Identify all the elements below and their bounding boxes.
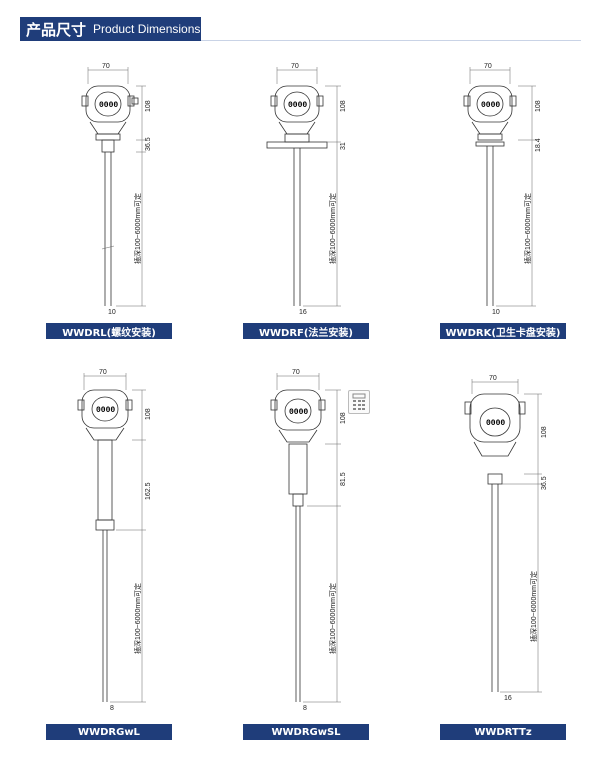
section-title-cn: 产品尺寸 [26, 20, 87, 39]
dim-width: 70 [484, 63, 492, 70]
wwdrgwl-drawing-full: 70 0000 108 162.5 插深100~6000mm可定 8 [77, 369, 152, 712]
display-readout: 0000 [289, 408, 308, 417]
dim-mid: 31 [340, 142, 347, 150]
wwdrk-drawing: 70 0000 108 18.4 插深100~6000mm可定 10 [463, 63, 542, 316]
display-readout: 0000 [99, 101, 118, 110]
product-wwdrk: 70 0000 108 18.4 插深100~6000mm可定 10 WWDRK… [440, 24, 600, 339]
product-label: WWDRGwL [46, 724, 172, 740]
product-wwdrl: 70 0000 108 36.5 插深100~6000mm可定 10 WWDRL… [46, 24, 226, 339]
dim-head: 108 [340, 412, 347, 424]
product-label: WWDRTTz [440, 724, 566, 740]
dim-mid: 81.5 [340, 472, 347, 486]
dim-width: 70 [292, 369, 300, 376]
dim-tip: 8 [303, 705, 307, 712]
dim-tip: 8 [110, 705, 114, 712]
dim-tip: 10 [492, 309, 500, 316]
dim-range: 插深100~6000mm可定 [328, 583, 337, 654]
section-title-en: Product Dimensions [93, 22, 201, 36]
header-divider [201, 40, 581, 41]
display-readout: 0000 [486, 419, 505, 428]
product-label: WWDRL(螺纹安装) [46, 323, 172, 339]
dim-head: 108 [145, 408, 152, 420]
dim-width: 70 [291, 63, 299, 70]
dim-range: 插深100~6000mm可定 [529, 571, 538, 642]
overlay-calculator-icon[interactable] [348, 390, 370, 414]
dim-range: 插深100~6000mm可定 [133, 583, 142, 654]
wwdrf-drawing: 70 0000 108 31 插深100~6000mm可定 16 [266, 63, 347, 316]
dim-width: 70 [99, 369, 107, 376]
dim-head: 108 [145, 100, 152, 112]
dim-mid: 162.5 [145, 482, 152, 500]
dim-tip: 10 [108, 309, 116, 316]
dim-tip: 16 [299, 309, 307, 316]
section-header: 产品尺寸 Product Dimensions [20, 17, 201, 41]
dim-head: 108 [340, 100, 347, 112]
dim-head: 108 [541, 426, 548, 438]
dim-range: 插深100~6000mm可定 [328, 193, 337, 264]
display-readout: 0000 [96, 406, 115, 415]
dim-width: 70 [102, 63, 110, 70]
dim-range: 插深100~6000mm可定 [523, 193, 532, 264]
dim-mid: 36.5 [145, 137, 152, 151]
dim-head: 108 [535, 100, 542, 112]
dim-mid: 18.4 [535, 138, 542, 152]
dim-range: 插深100~6000mm可定 [133, 193, 142, 264]
product-label: WWDRF(法兰安装) [243, 323, 369, 339]
wwdrgwsl-drawing: 70 0000 108 81.5 插深100~6000mm可定 8 [270, 369, 347, 712]
product-label: WWDRK(卫生卡盘安装) [440, 323, 566, 339]
display-readout: 0000 [288, 101, 307, 110]
dim-tip: 16 [504, 695, 512, 702]
dim-width: 70 [489, 375, 497, 382]
display-readout: 0000 [481, 101, 500, 110]
wwdrttz-drawing: 70 0000 108 36.5 插深100~6000mm可定 16 [464, 375, 548, 702]
product-label: WWDRGwSL [243, 724, 369, 740]
dim-mid: 36.5 [541, 476, 548, 490]
wwdrl-drawing: 70 0000 108 36.5 插深100~6000mm可定 10 [81, 63, 152, 316]
product-wwdrf: 70 0000 108 31 插深100~6000mm可定 16 WWDRF(法… [243, 24, 423, 339]
